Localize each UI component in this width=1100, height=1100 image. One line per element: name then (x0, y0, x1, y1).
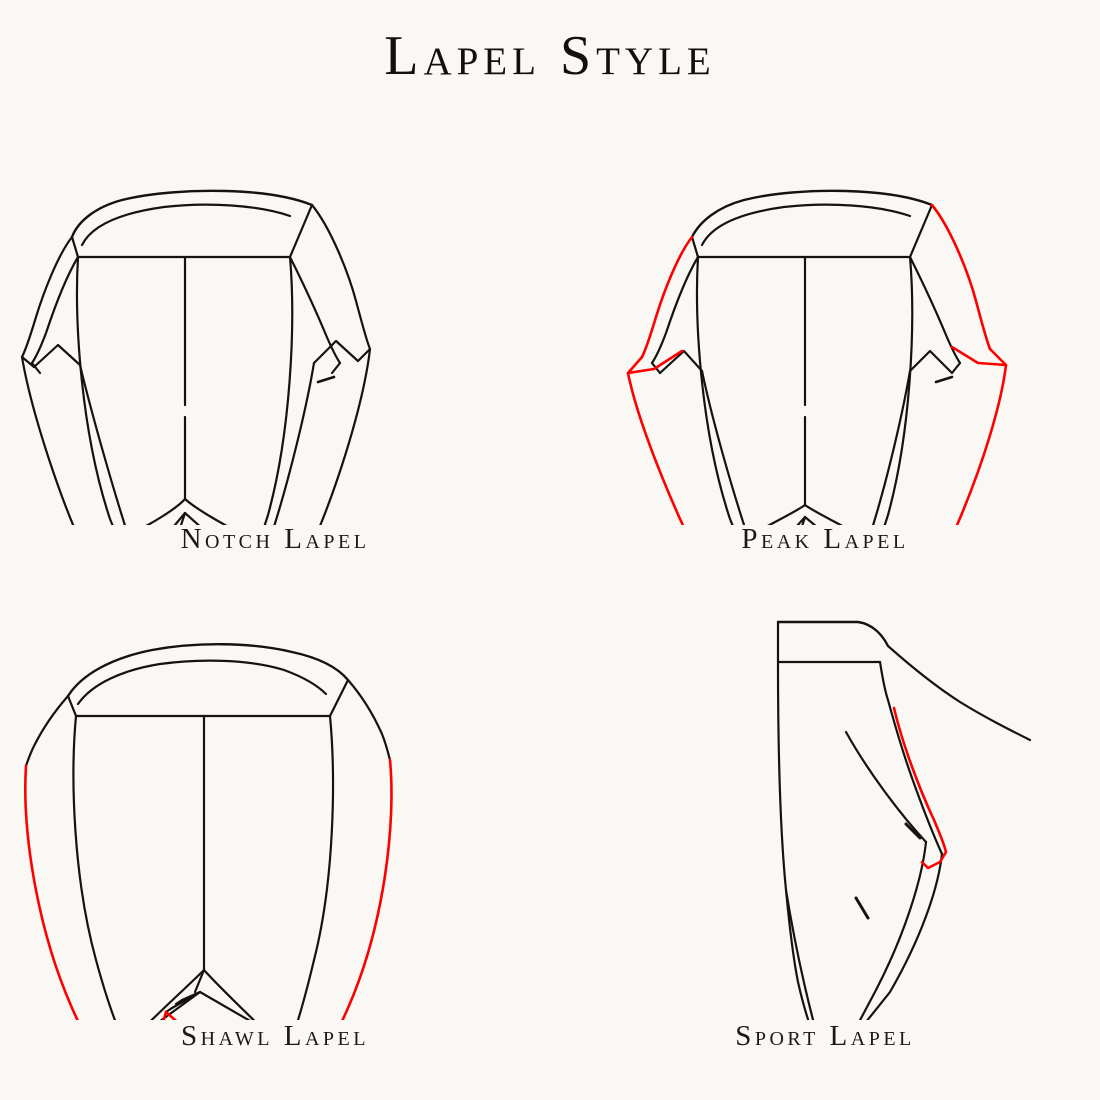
page-title: Lapel Style (384, 25, 716, 87)
sport-lapel-illustration (550, 600, 1100, 1020)
buttonhole-mark-upper (904, 822, 922, 840)
shawl-lapel-illustration (0, 600, 550, 1020)
figure-card-peak-lapel[interactable]: Peak Lapel (550, 105, 1100, 600)
figure-card-notch-lapel[interactable]: Notch Lapel (0, 105, 550, 600)
figure-label-sport-lapel: Sport Lapel (735, 1020, 915, 1052)
notch-lapel-illustration (0, 105, 550, 525)
figure-label-shawl-lapel: Shawl Lapel (181, 1020, 369, 1052)
figure-card-shawl-lapel[interactable]: Shawl Lapel (0, 600, 550, 1095)
figure-card-sport-lapel[interactable]: Sport Lapel (550, 600, 1100, 1095)
figure-label-notch-lapel: Notch Lapel (180, 523, 370, 555)
buttonhole-mark (316, 375, 336, 384)
lapel-figure-grid: Notch Lapel (0, 105, 1100, 1095)
buttonhole-mark-lower (854, 896, 870, 920)
peak-lapel-illustration (550, 105, 1100, 525)
buttonhole-mark (934, 375, 954, 384)
figure-label-peak-lapel: Peak Lapel (741, 523, 909, 555)
